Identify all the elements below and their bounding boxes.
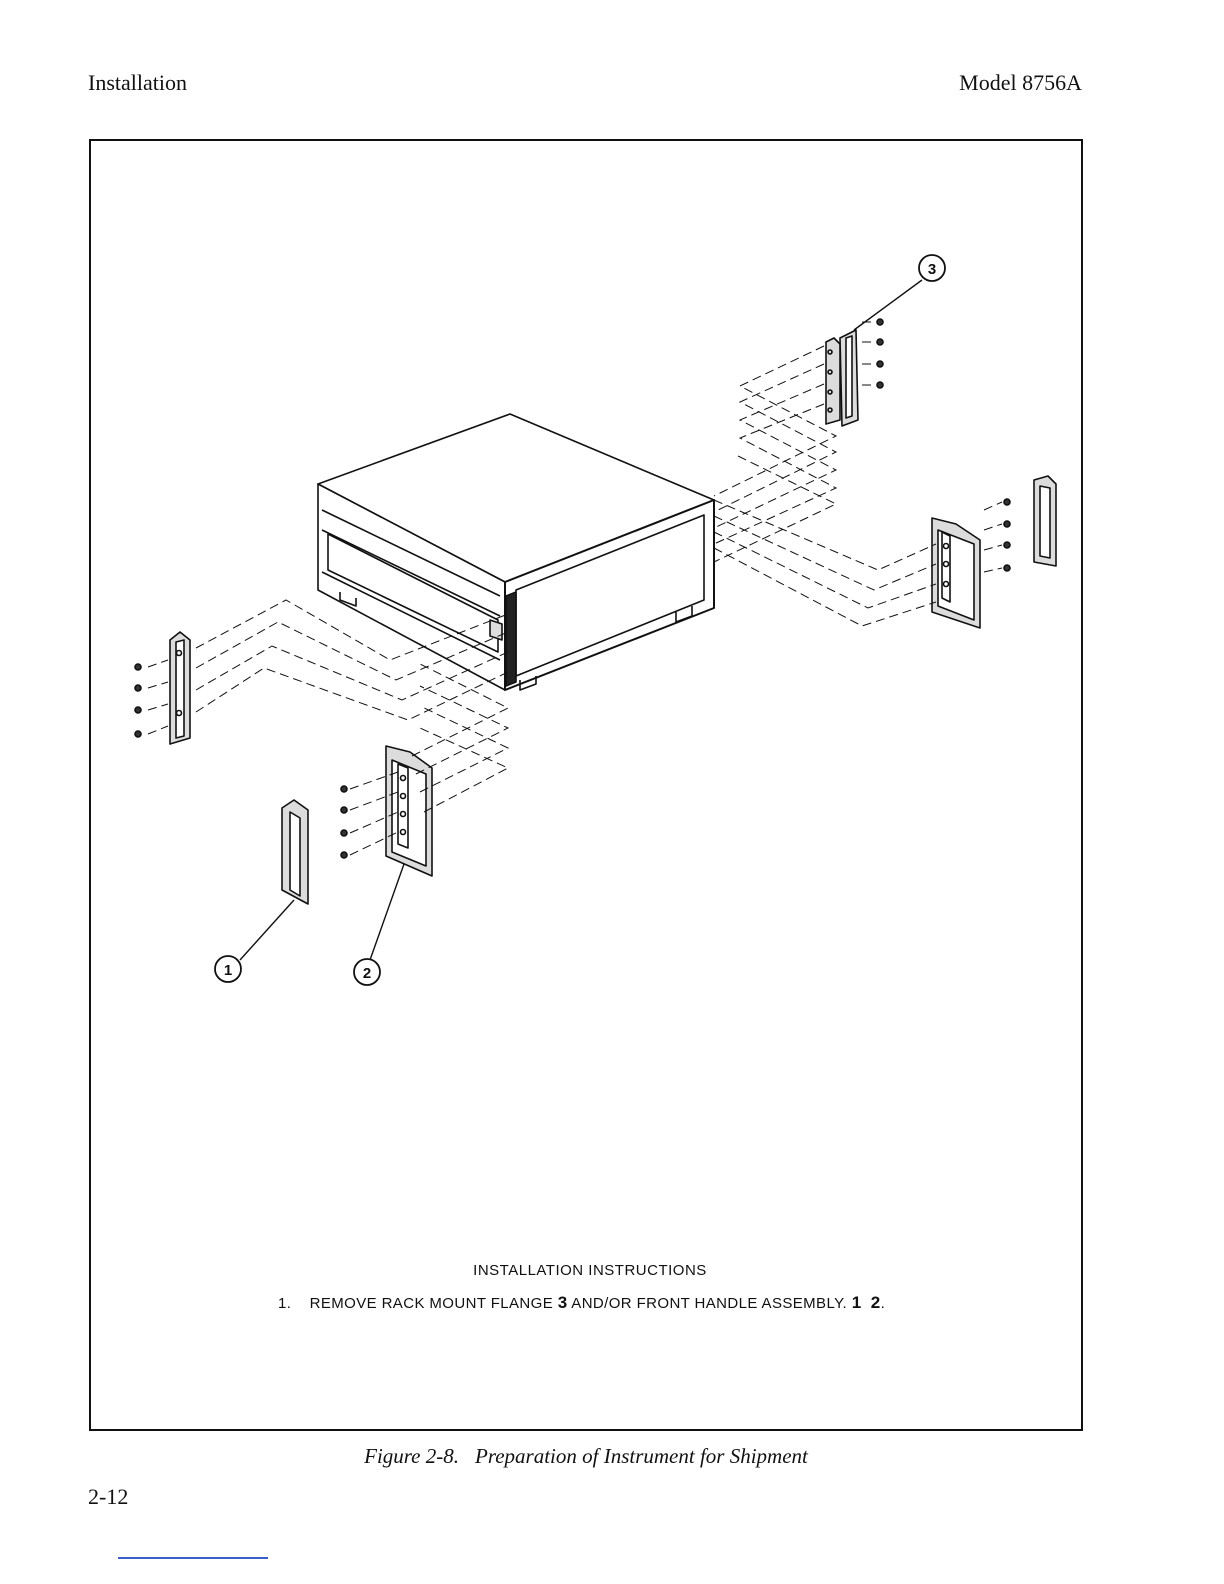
rack-mount-flange-3 [826, 330, 858, 426]
callout-1: 1 [215, 956, 241, 982]
left-screws [135, 664, 141, 737]
callout-3-label: 3 [928, 261, 936, 278]
callout-1-label: 1 [224, 962, 232, 979]
callout-2: 2 [354, 959, 380, 985]
callout-2-label: 2 [363, 965, 371, 982]
step-end: . [881, 1295, 886, 1312]
right-handle-assembly [932, 518, 980, 628]
flange-3-screws [877, 319, 883, 388]
left-rack-flange [170, 632, 190, 744]
instruction-step-1: 1. REMOVE RACK MOUNT FLANGE 3 AND/OR FRO… [278, 1293, 885, 1313]
page-number: 2-12 [88, 1484, 128, 1510]
right-handle-part [1034, 476, 1056, 566]
figure-caption: Figure 2-8. Preparation of Instrument for… [0, 1444, 1172, 1469]
step-ref-handle-1: 1 [852, 1293, 862, 1312]
callout-3: 3 [919, 255, 945, 281]
caption-text: Preparation of Instrument for Shipment [475, 1444, 808, 1468]
caption-label: Figure 2-8. [364, 1444, 459, 1468]
step-text-b: AND/OR FRONT HANDLE ASSEMBLY. [568, 1295, 852, 1312]
step-text-a: REMOVE RACK MOUNT FLANGE [310, 1295, 558, 1312]
instructions-title: INSTALLATION INSTRUCTIONS [0, 1262, 1180, 1279]
right-handle-screws [1004, 499, 1010, 571]
footer-rule [118, 1557, 268, 1559]
step-number: 1. [278, 1295, 291, 1312]
step-ref-handle-2: 2 [871, 1293, 881, 1312]
handle-screws-left [341, 786, 347, 858]
instrument-cabinet [318, 414, 714, 690]
front-handle-part-1 [282, 800, 308, 904]
step-ref-flange: 3 [558, 1293, 568, 1312]
